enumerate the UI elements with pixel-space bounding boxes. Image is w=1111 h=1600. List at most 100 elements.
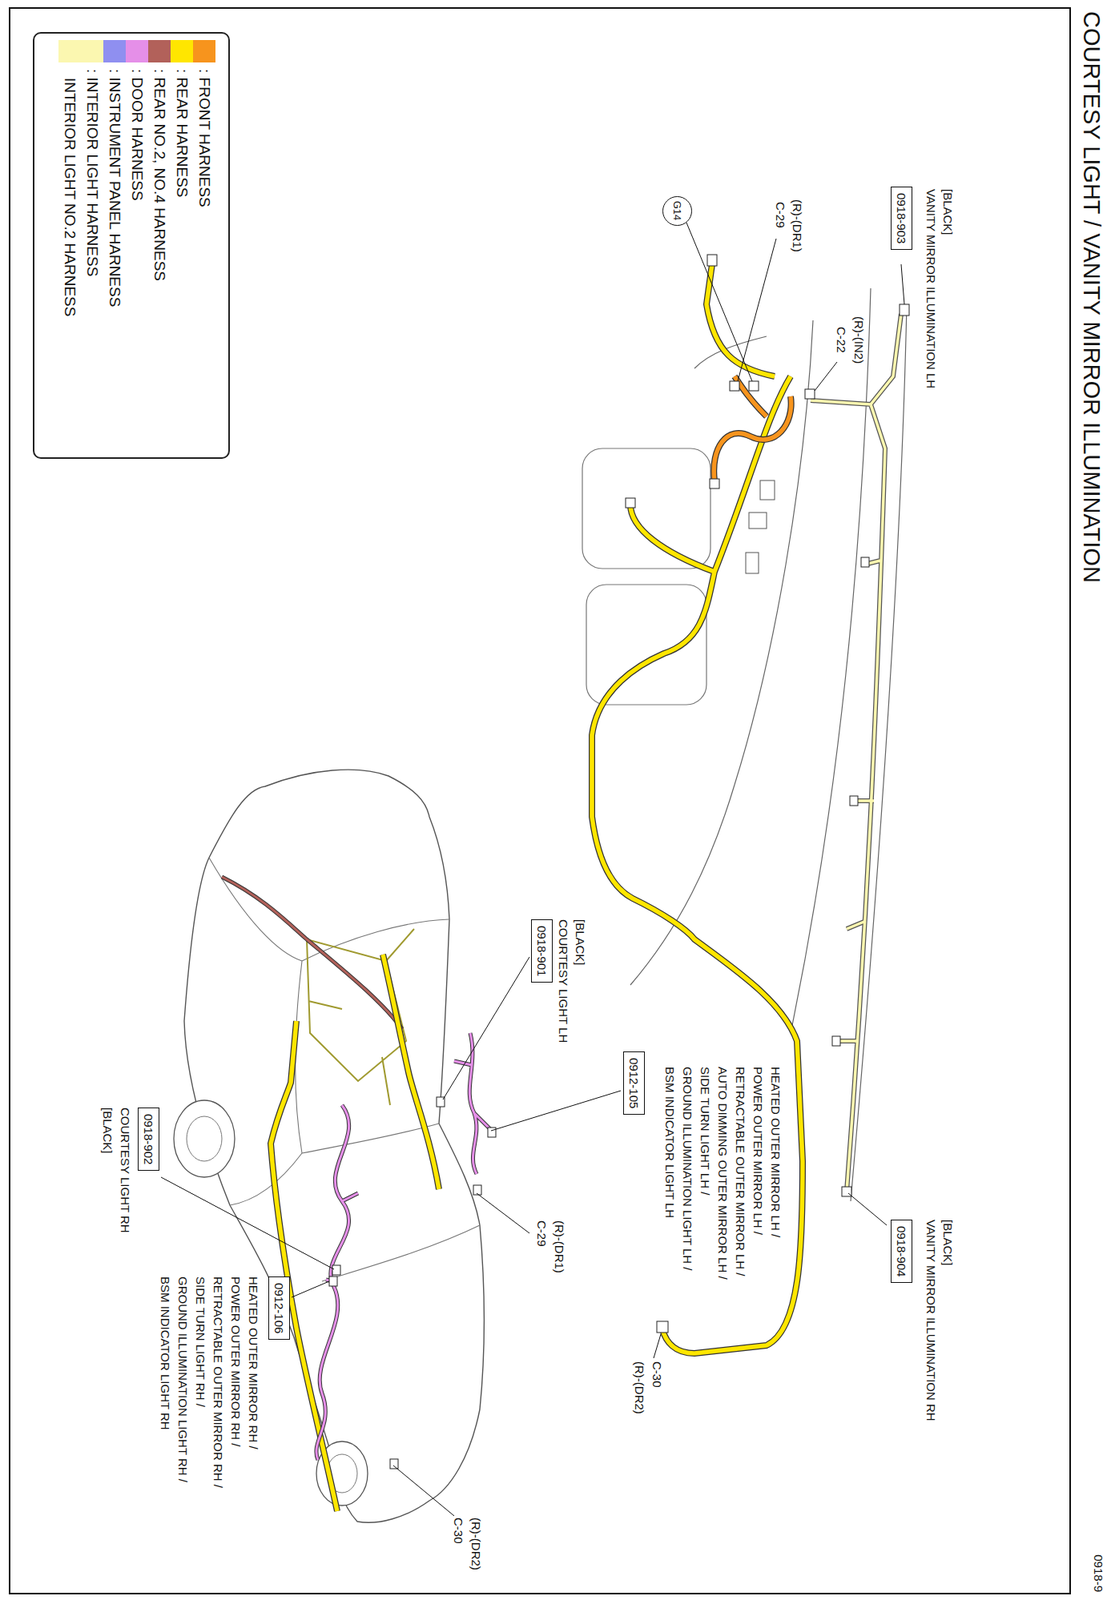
connector-id: C-30	[450, 1517, 466, 1545]
page-number: 0918-9	[1090, 1554, 1106, 1593]
connector	[748, 381, 759, 391]
front-harness	[713, 376, 791, 481]
connector-code: 0918-903	[893, 193, 910, 244]
legend-entry: : INTERIOR LIGHT HARNESS	[80, 33, 104, 458]
page-title: COURTESY LIGHT / VANITY MIRROR ILLUMINAT…	[1078, 11, 1106, 584]
part-name: COURTESY LIGHT LH	[555, 919, 571, 1043]
part-name: VANITY MIRROR ILLUMINATION RH	[923, 1219, 938, 1422]
door-harness-outline	[454, 1033, 491, 1175]
part-name: HEATED OUTER MIRROR RH /	[245, 1276, 261, 1450]
color-note: [BLACK]	[940, 1219, 955, 1267]
rear-no2-harness-outline	[221, 877, 403, 1030]
leader-line	[291, 1281, 330, 1298]
pedal	[760, 480, 775, 500]
connector-id: C-30	[649, 1361, 665, 1389]
leader-line	[901, 264, 905, 305]
leader-line	[491, 1090, 621, 1132]
seat-outline	[582, 448, 711, 569]
door-harness	[316, 1105, 359, 1461]
color-note: [BLACK]	[100, 1107, 115, 1155]
connector	[861, 557, 870, 568]
part-name: GROUND ILLUMINATION LIGHT LH /	[680, 1066, 695, 1271]
part-name: BSM INDICATOR LIGHT RH	[157, 1276, 173, 1431]
connector-pin-code: (R)-(DR2)	[468, 1517, 484, 1571]
connector	[656, 1321, 669, 1333]
legend-swatch	[125, 40, 149, 63]
connector	[329, 1276, 338, 1287]
legend-box: : FRONT HARNESS: REAR HARNESS: REAR NO.2…	[32, 32, 230, 459]
connector	[390, 1459, 399, 1470]
legend-label: : INSTRUMENT PANEL HARNESS	[103, 68, 126, 307]
part-name: RETRACTABLE OUTER MIRROR LH /	[732, 1066, 748, 1277]
connector	[729, 381, 740, 391]
legend-entry: : FRONT HARNESS	[193, 33, 216, 458]
pedal	[745, 552, 759, 574]
connector-number-box: 0918-901	[531, 919, 553, 983]
leader-line	[848, 1193, 887, 1226]
roof-edge	[850, 304, 907, 1202]
rear-harness	[270, 954, 439, 1512]
connector-code: 0918-901	[534, 925, 550, 977]
ground-point-circle: G14	[663, 196, 693, 226]
rear-no2-harness	[221, 877, 403, 1030]
leader-line	[476, 1193, 530, 1234]
part-name: VANITY MIRROR ILLUMINATION LH	[923, 189, 938, 389]
interior-light-harness	[810, 313, 902, 1192]
leader-line	[161, 1177, 335, 1270]
connector-number-box: 0918-904	[890, 1219, 913, 1284]
connector-code: 0912-105	[626, 1058, 642, 1109]
legend-swatch	[58, 40, 81, 63]
legend-entry: : INSTRUMENT PANEL HARNESS	[103, 33, 126, 458]
leader-line	[686, 222, 753, 382]
connector	[899, 304, 910, 316]
part-name: POWER OUTER MIRROR RH /	[228, 1276, 243, 1448]
connector-pin-code: (R)-(DR1)	[551, 1220, 567, 1274]
part-name: BSM INDICATOR LIGHT LH	[662, 1066, 677, 1219]
connector-pin-code: (R)-(DR1)	[789, 199, 805, 253]
rear-harness	[591, 264, 803, 1354]
leader-line	[442, 957, 530, 1100]
rear-harness-outline	[270, 954, 439, 1512]
leader-line	[653, 1334, 661, 1359]
part-name: AUTO DIMMING OUTER MIRROR LH /	[715, 1066, 730, 1281]
legend-swatch	[103, 40, 126, 63]
part-name: SIDE TURN LIGHT LH /	[697, 1066, 713, 1196]
connector	[805, 389, 815, 399]
color-note: [BLACK]	[572, 919, 588, 967]
legend-swatch	[193, 40, 216, 63]
part-name: SIDE TURN LIGHT RH /	[193, 1276, 208, 1408]
dashboard-edge	[694, 336, 767, 369]
connector-code: G14	[670, 201, 686, 222]
connector-code: 0918-902	[140, 1114, 157, 1165]
door-harness	[454, 1033, 491, 1175]
wheel	[173, 1100, 235, 1178]
front-harness-outline	[713, 376, 791, 481]
connector-id: C-22	[833, 326, 849, 354]
wheel-hub	[186, 1116, 222, 1162]
connector-pin-code: (R)-(IN2)	[851, 316, 866, 364]
seat-outline	[586, 584, 707, 705]
connector-number-box: 0912-105	[623, 1051, 645, 1116]
legend-entry: : REAR NO.2, NO.4 HARNESS	[148, 33, 171, 458]
leader-line	[393, 1465, 455, 1517]
connector-id: C-29	[772, 201, 788, 229]
leader-line	[814, 362, 838, 391]
part-name: HEATED OUTER MIRROR LH /	[768, 1066, 783, 1238]
legend-entry: : REAR HARNESS	[170, 33, 194, 458]
legend-label: : REAR NO.2, NO.4 HARNESS	[148, 68, 171, 282]
legend-label: : REAR HARNESS	[170, 68, 194, 198]
connector	[707, 254, 717, 266]
part-name: GROUND ILLUMINATION LIGHT RH /	[175, 1276, 190, 1483]
color-note: [BLACK]	[940, 189, 955, 236]
legend-label: : INTERIOR LIGHT HARNESS	[80, 68, 104, 277]
door-harness-outline	[316, 1105, 359, 1461]
legend-label: : FRONT HARNESS	[193, 68, 216, 208]
connector-code: 0918-904	[893, 1226, 910, 1277]
legend-swatch	[170, 40, 194, 63]
legend-label: : DOOR HARNESS	[125, 68, 149, 202]
connector-pin-code: (R)-(DR2)	[631, 1361, 647, 1415]
legend-swatch	[80, 40, 104, 63]
legend-swatch	[148, 40, 171, 63]
connector-id: C-29	[534, 1220, 549, 1248]
